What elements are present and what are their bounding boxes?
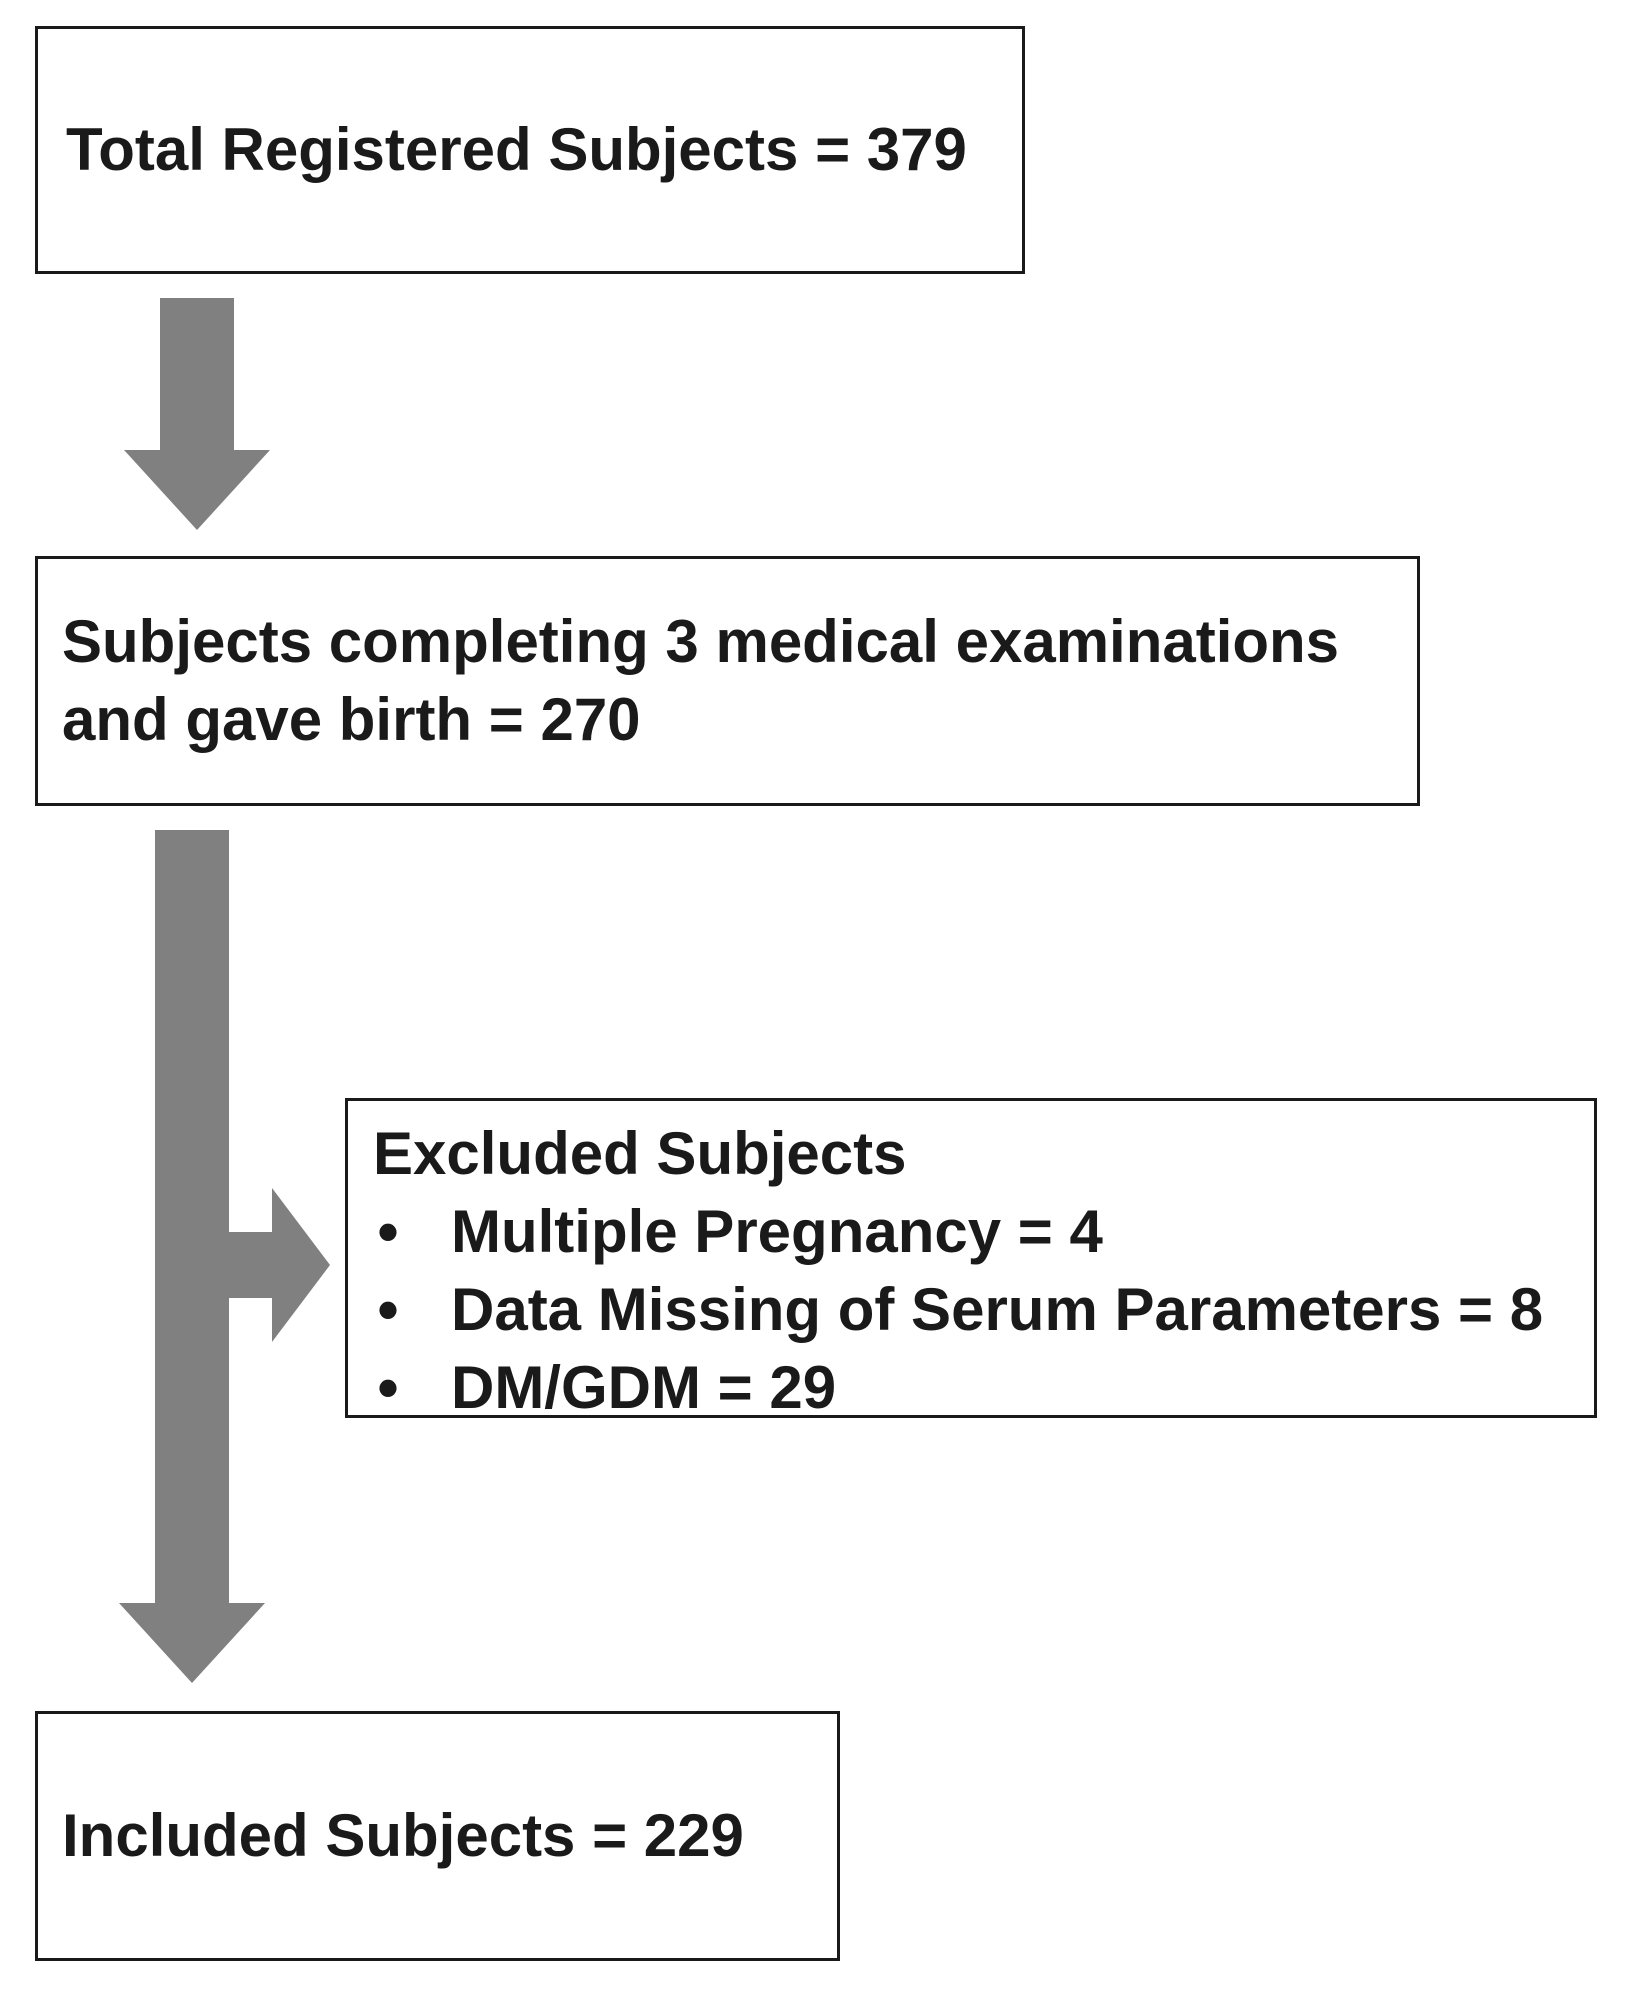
arrow-down-1 <box>124 298 270 530</box>
bullet-icon: • <box>377 1276 399 1343</box>
excluded-item: • Data Missing of Serum Parameters = 8 <box>373 1271 1574 1349</box>
excluded-item: • DM/GDM = 29 <box>373 1349 1574 1427</box>
excluded-box: Excluded Subjects • Multiple Pregnancy =… <box>345 1098 1597 1421</box>
arrow-down-2 <box>119 830 265 1683</box>
excluded-item-label: Multiple Pregnancy = 4 <box>451 1198 1103 1265</box>
excluded-list: • Multiple Pregnancy = 4 • Data Missing … <box>373 1193 1574 1427</box>
completing-text: Subjects completing 3 medical examinatio… <box>62 608 1340 753</box>
arrow-branch-excluded <box>225 1188 330 1342</box>
excluded-title: Excluded Subjects <box>373 1120 907 1187</box>
included-box: Included Subjects = 229 <box>35 1711 840 1961</box>
bullet-icon: • <box>377 1354 399 1421</box>
total-registered-box: Total Registered Subjects = 379 <box>35 26 1025 274</box>
total-registered-text: Total Registered Subjects = 379 <box>66 116 967 183</box>
excluded-item-label: DM/GDM = 29 <box>451 1354 837 1421</box>
included-text: Included Subjects = 229 <box>62 1802 744 1869</box>
bullet-icon: • <box>377 1198 399 1265</box>
excluded-item: • Multiple Pregnancy = 4 <box>373 1193 1574 1271</box>
excluded-item-label: Data Missing of Serum Parameters = 8 <box>451 1276 1544 1343</box>
completing-box: Subjects completing 3 medical examinatio… <box>35 556 1420 806</box>
